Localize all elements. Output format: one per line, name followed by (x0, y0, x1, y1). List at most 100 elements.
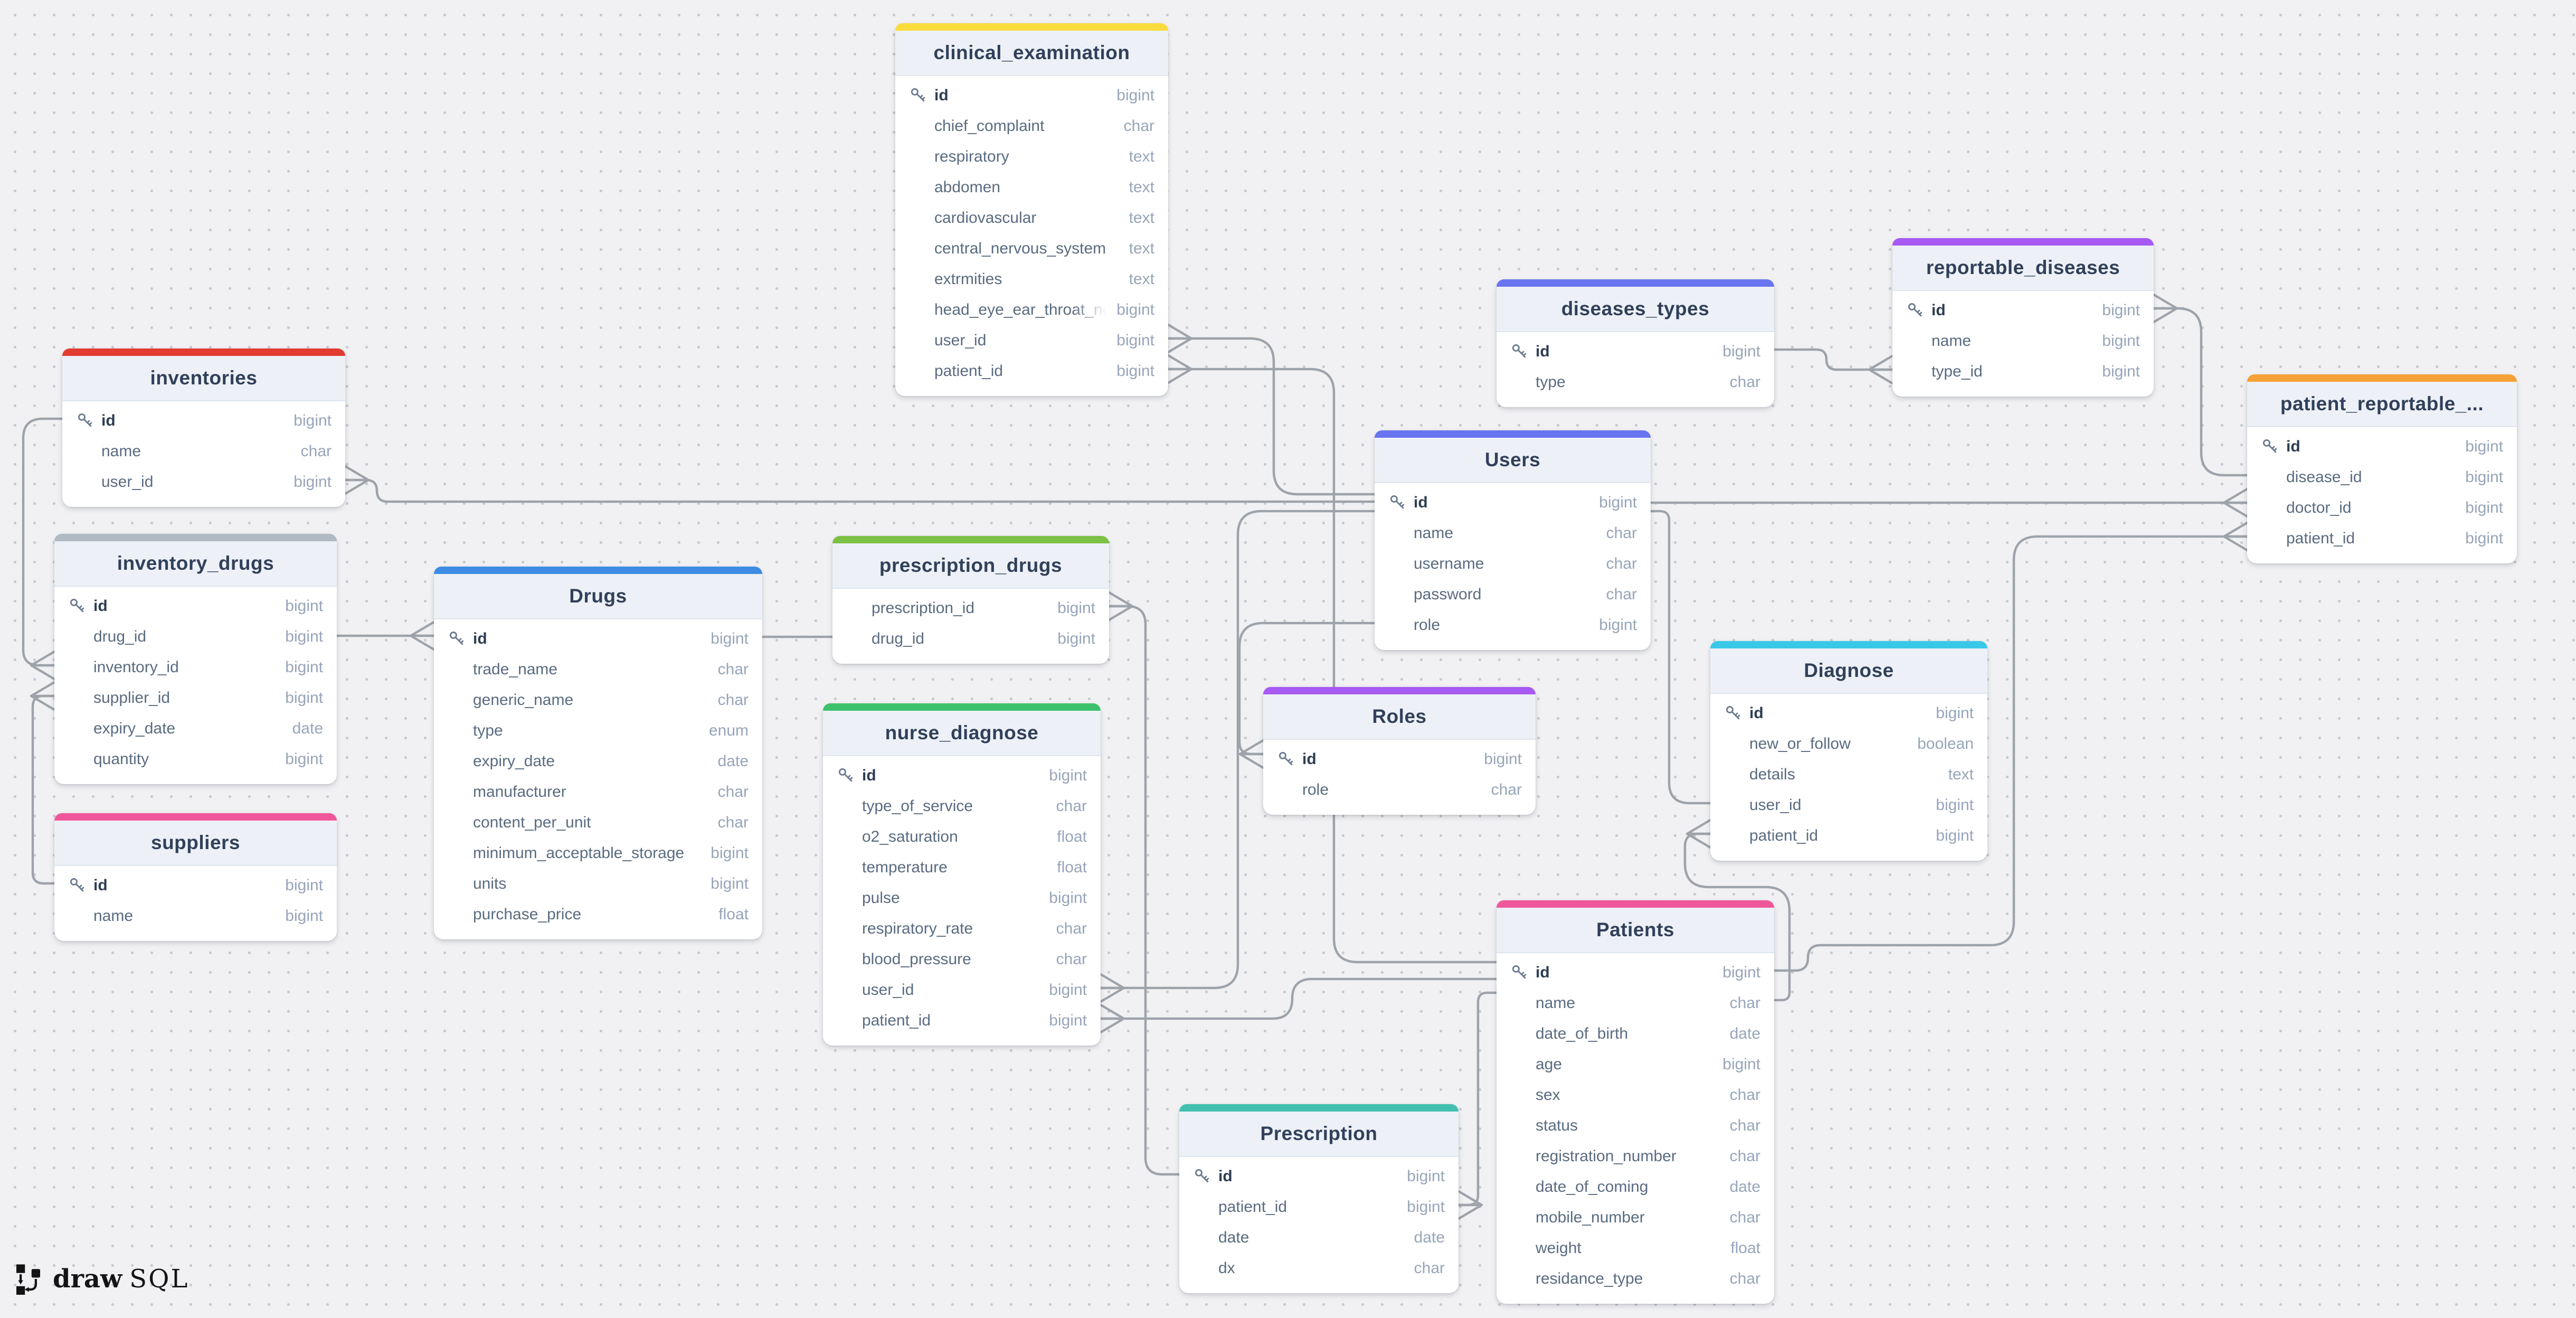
table-header[interactable]: patient_reportable_... (2247, 382, 2517, 427)
table-header[interactable]: Prescription (1179, 1112, 1459, 1157)
relationship-line[interactable] (1683, 832, 1791, 1002)
relationship-line[interactable] (1649, 510, 1712, 805)
relationship-line[interactable] (344, 478, 1376, 503)
table-header[interactable]: diseases_types (1497, 287, 1774, 332)
relationship-line[interactable] (1773, 348, 1894, 371)
table-header[interactable]: suppliers (54, 821, 337, 866)
relationship-line[interactable] (1099, 510, 1376, 990)
relationship-line[interactable] (31, 694, 56, 885)
relationship-line[interactable] (1107, 605, 1181, 1176)
table-header[interactable]: nurse_diagnose (823, 711, 1101, 756)
table-header[interactable]: Drugs (434, 574, 762, 619)
relationship-line[interactable] (2152, 307, 2249, 477)
table-header[interactable]: Diagnose (1710, 648, 1987, 694)
table-header[interactable]: prescription_drugs (832, 543, 1109, 589)
table-header[interactable]: reportable_diseases (1892, 246, 2154, 291)
relationship-line[interactable] (1457, 991, 1498, 1207)
relationship-line[interactable] (1099, 977, 1498, 1020)
table-header[interactable]: Users (1375, 438, 1651, 483)
table-header[interactable]: inventory_drugs (54, 541, 337, 587)
relationship-line[interactable] (1773, 535, 2249, 972)
